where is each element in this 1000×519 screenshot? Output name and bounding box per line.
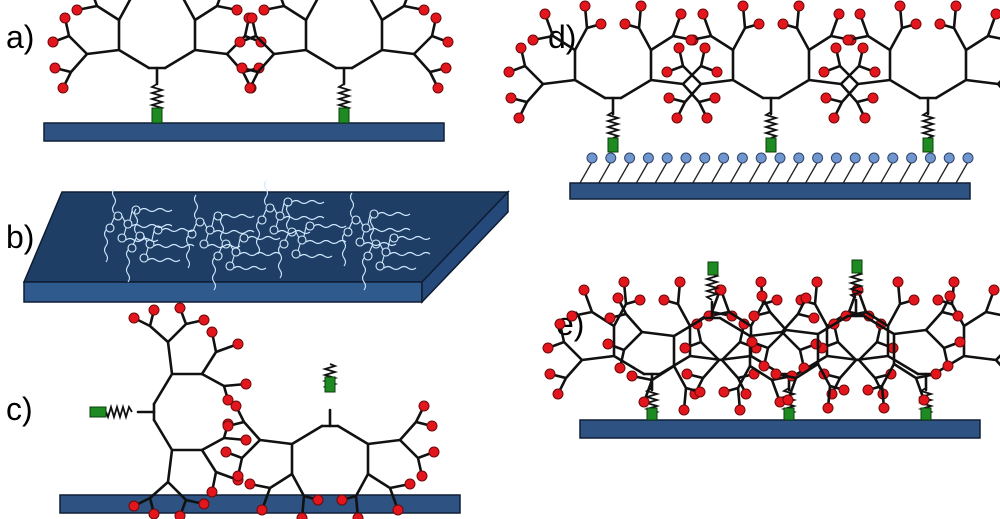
sam-chain [598,161,612,184]
sam-headgroup [924,152,936,164]
slab-side [421,190,509,304]
sam-chain [955,161,969,184]
anchor-c2 [324,376,336,393]
panel-d: d) [504,1,1000,200]
dendrimer-e3 [817,277,1000,421]
panel-e: e) [543,259,1000,439]
anchor-c1 [89,406,107,418]
substrate-d [569,182,971,200]
substrate-a [43,122,445,142]
panel-label-c: c) [6,391,33,427]
sam-layer [579,152,974,184]
sam-chain [748,161,762,184]
dendrimer-a1 [48,0,266,124]
sam-chain [786,161,800,184]
sam-chain [917,161,931,184]
sam-headgroup [774,152,786,164]
dendrimer-d2 [662,1,880,153]
dendrimer-d3 [819,1,1000,153]
panel-label-b: b) [6,219,34,255]
anchor-d3 [922,137,934,153]
panel-b: b) [6,180,510,304]
sam-headgroup [943,152,955,164]
dendrimer-d1 [504,1,722,153]
anchor-d2 [765,137,777,153]
anchor-e5 [851,259,863,274]
sam-chain [861,161,875,184]
sam-chain [711,161,725,184]
sam-headgroup [699,152,711,164]
sam-headgroup [661,152,673,164]
sam-headgroup [718,152,730,164]
dendrimer-c2 [221,363,439,519]
panel-c: c) [6,303,461,519]
sam-headgroup [812,152,824,164]
anchor-d1 [607,137,619,153]
sam-chain [842,161,856,184]
sam-headgroup [793,152,805,164]
anchor-e2 [783,407,795,421]
sam-chain [899,161,913,184]
anchor-e4 [707,261,719,276]
dendrimer-c1 [89,303,251,519]
sam-headgroup [755,152,767,164]
panel-a: a) [6,0,453,142]
sam-chain [729,161,743,184]
substrate-e [579,419,981,439]
sam-headgroup [605,152,617,164]
sam-headgroup [887,152,899,164]
sam-chain [767,161,781,184]
sam-headgroup [849,152,861,164]
slab-front [23,281,423,303]
anchor-a1 [151,107,163,124]
sam-chain [673,161,687,184]
sam-chain [880,161,894,184]
anchor-a2 [338,107,350,124]
sam-chain [635,161,649,184]
sam-chain [805,161,819,184]
sam-headgroup [868,152,880,164]
anchor-e1 [646,407,658,421]
sam-headgroup [642,152,654,164]
dendrimer-e2 [680,277,898,421]
sam-chain [692,161,706,184]
anchor-e3 [920,407,932,421]
sam-headgroup [680,152,692,164]
dendrimer-e1 [543,277,761,421]
sam-chain [823,161,837,184]
dendrimer-e4 [603,261,821,415]
sam-chain [654,161,668,184]
sam-headgroup [586,152,598,164]
dendrimer-a2 [235,0,453,124]
panel-label-a: a) [6,19,34,55]
dendrimer-e5 [747,259,965,413]
sam-headgroup [906,152,918,164]
sam-chain [617,161,631,184]
sam-headgroup [830,152,842,164]
sam-headgroup [962,152,974,164]
sam-chain [936,161,950,184]
sam-chain [579,161,593,184]
sam-headgroup [736,152,748,164]
sam-headgroup [624,152,636,164]
